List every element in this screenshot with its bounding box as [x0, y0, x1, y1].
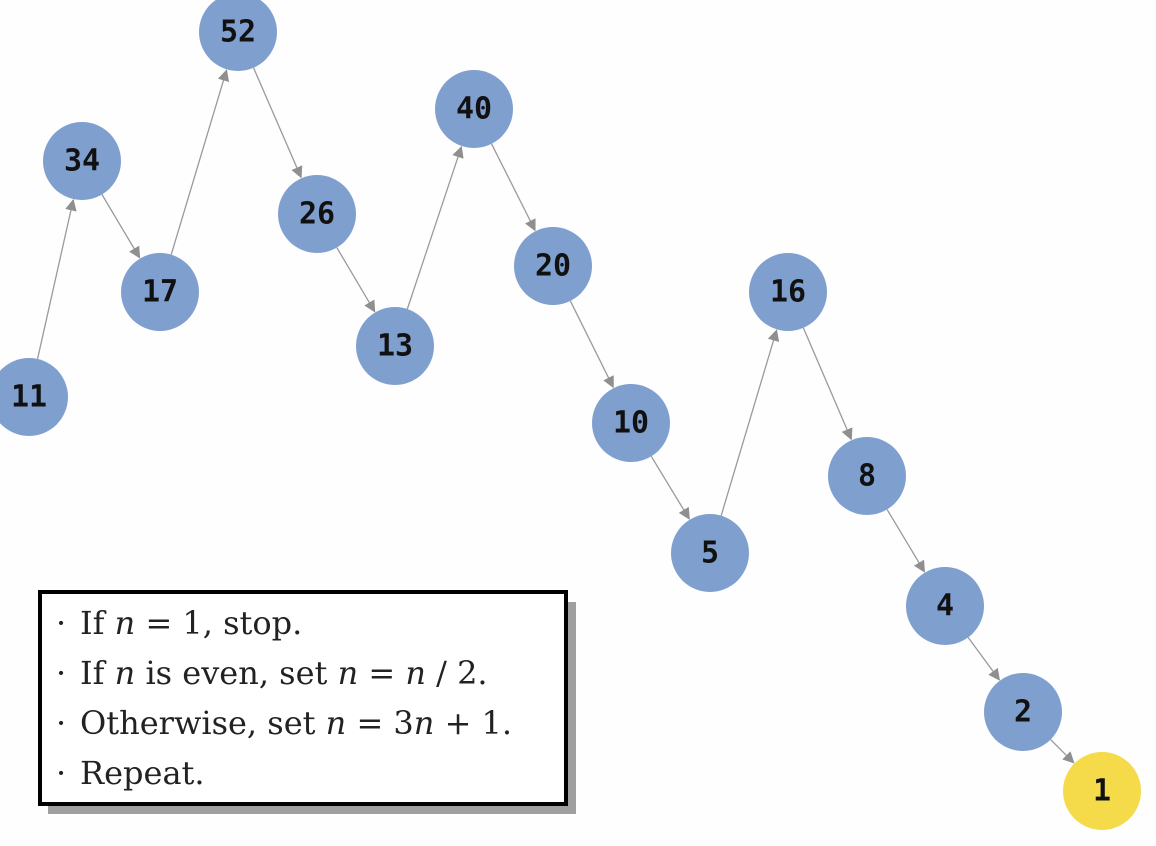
nodes-layer: 11 34 17 52 26 13 40 20 10 5 16 8 4 2 1	[0, 0, 1141, 830]
node-circle	[749, 253, 827, 331]
node-16: 16	[749, 253, 827, 331]
node-label: 40	[456, 92, 492, 127]
bullet: ·	[56, 654, 67, 692]
node-34: 34	[43, 122, 121, 200]
node-label: 20	[535, 249, 571, 284]
node-label: 16	[770, 275, 806, 310]
node-circle	[199, 0, 277, 71]
node-52: 52	[199, 0, 277, 71]
node-circle	[0, 358, 68, 436]
edge-n10-to-n5	[650, 455, 690, 520]
edge-n4-to-n2	[967, 637, 1000, 681]
rule-otherwise: ·Otherwise, set n = 3n + 1.	[56, 704, 513, 742]
edge-n8-to-n4	[886, 509, 926, 573]
node-label: 13	[377, 329, 413, 364]
node-circle	[906, 567, 984, 645]
node-label: 4	[936, 589, 954, 624]
node-label: 11	[11, 380, 47, 415]
node-26: 26	[278, 175, 356, 253]
node-13: 13	[356, 307, 434, 385]
rules-box: ·If n = 1, stop. ·If n is even, set n = …	[38, 590, 568, 806]
edge-n13-to-n40	[406, 145, 464, 310]
edge-n34-to-n17	[101, 194, 141, 259]
node-circle	[671, 514, 749, 592]
node-11: 11	[0, 358, 68, 436]
node-label: 10	[613, 406, 649, 441]
node-2: 2	[984, 673, 1062, 751]
rule-even: ·If n is even, set n = n / 2.	[56, 654, 488, 692]
node-label: 2	[1014, 695, 1032, 730]
bullet: ·	[56, 704, 67, 742]
edges-layer	[36, 67, 1075, 764]
node-circle	[43, 122, 121, 200]
node-1: 1	[1063, 752, 1141, 830]
node-label: 52	[220, 15, 256, 50]
node-label: 5	[701, 536, 719, 571]
edge-n52-to-n26	[252, 67, 303, 179]
node-label: 8	[858, 459, 876, 494]
node-circle	[592, 384, 670, 462]
node-5: 5	[671, 514, 749, 592]
edge-n40-to-n20	[490, 143, 536, 232]
node-circle	[121, 253, 199, 331]
edge-n20-to-n10	[569, 300, 614, 389]
bullet: ·	[56, 604, 67, 642]
node-17: 17	[121, 253, 199, 331]
rule-repeat: ·Repeat.	[56, 754, 205, 792]
node-label: 1	[1093, 774, 1111, 809]
node-20: 20	[514, 227, 592, 305]
node-circle	[514, 227, 592, 305]
node-40: 40	[435, 70, 513, 148]
node-4: 4	[906, 567, 984, 645]
edge-n5-to-n16	[720, 329, 780, 516]
node-8: 8	[828, 437, 906, 515]
node-circle	[828, 437, 906, 515]
edge-n11-to-n34	[36, 198, 77, 360]
node-circle	[1063, 752, 1141, 830]
node-10: 10	[592, 384, 670, 462]
bullet: ·	[56, 754, 67, 792]
node-circle	[435, 70, 513, 148]
node-label: 34	[64, 144, 100, 179]
node-circle	[278, 175, 356, 253]
node-label: 17	[142, 275, 178, 310]
edge-n16-to-n8	[802, 327, 853, 441]
node-circle	[356, 307, 434, 385]
node-label: 26	[299, 197, 335, 232]
edge-n17-to-n52	[170, 69, 230, 255]
edge-n26-to-n13	[336, 247, 376, 313]
edge-n2-to-n1	[1050, 739, 1075, 764]
rule-stop: ·If n = 1, stop.	[56, 604, 303, 642]
node-circle	[984, 673, 1062, 751]
